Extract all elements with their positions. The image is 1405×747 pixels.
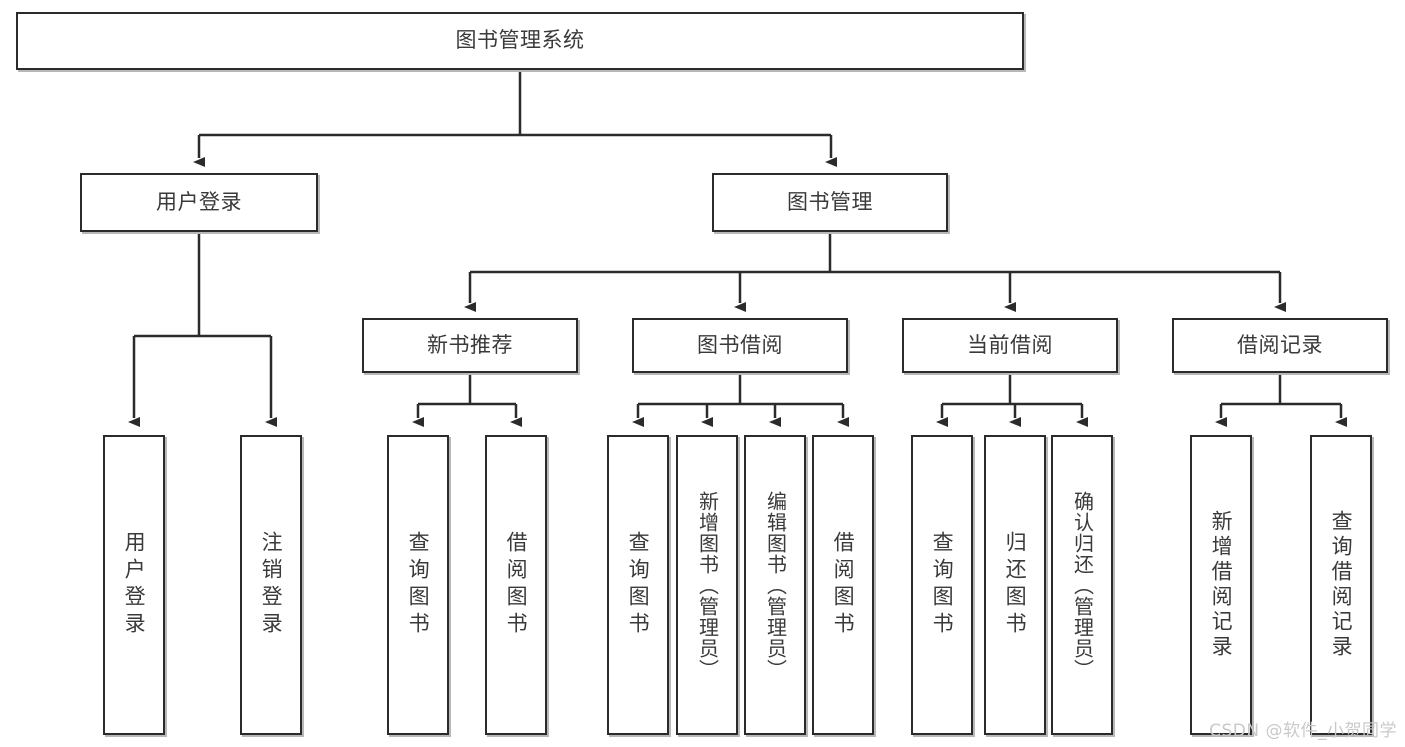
- leaf-query-books-current-label: 查询图书: [930, 531, 955, 639]
- node-root-label: 图书管理系统: [455, 28, 585, 53]
- node-root[interactable]: 图书管理系统: [16, 12, 1024, 70]
- leaf-user-login[interactable]: 用户登录: [103, 435, 165, 735]
- leaf-query-books-recommend-label: 查询图书: [406, 531, 431, 639]
- leaf-add-book-admin[interactable]: 新增图书（管理员）: [676, 435, 738, 735]
- node-new-book-recommend[interactable]: 新书推荐: [362, 318, 578, 373]
- node-book-management-label: 图书管理: [787, 189, 873, 214]
- node-borrow-record-label: 借阅记录: [1237, 332, 1323, 357]
- node-borrow-record[interactable]: 借阅记录: [1172, 318, 1388, 373]
- node-book-borrow[interactable]: 图书借阅: [632, 318, 848, 373]
- leaf-add-borrow-record-label: 新增借阅记录: [1209, 510, 1234, 660]
- leaf-confirm-return-admin-label: 确认归还（管理员）: [1070, 490, 1095, 680]
- leaf-query-books-current[interactable]: 查询图书: [911, 435, 973, 735]
- leaf-borrow-books-recommend[interactable]: 借阅图书: [485, 435, 547, 735]
- leaf-edit-book-admin-label: 编辑图书（管理员）: [763, 490, 788, 680]
- leaf-query-books-borrow-label: 查询图书: [626, 531, 651, 639]
- node-book-management[interactable]: 图书管理: [712, 173, 948, 232]
- leaf-user-login-label: 用户登录: [122, 531, 147, 639]
- node-current-borrow-label: 当前借阅: [967, 332, 1053, 357]
- leaf-return-books-label: 归还图书: [1003, 531, 1028, 639]
- node-book-borrow-label: 图书借阅: [697, 332, 783, 357]
- node-new-book-recommend-label: 新书推荐: [427, 332, 513, 357]
- leaf-add-book-admin-label: 新增图书（管理员）: [695, 490, 720, 680]
- leaf-query-borrow-record[interactable]: 查询借阅记录: [1310, 435, 1372, 735]
- leaf-add-borrow-record[interactable]: 新增借阅记录: [1190, 435, 1252, 735]
- leaf-confirm-return-admin[interactable]: 确认归还（管理员）: [1051, 435, 1113, 735]
- leaf-query-borrow-record-label: 查询借阅记录: [1329, 510, 1354, 660]
- leaf-return-books[interactable]: 归还图书: [984, 435, 1046, 735]
- leaf-query-books-recommend[interactable]: 查询图书: [387, 435, 449, 735]
- leaf-borrow-books[interactable]: 借阅图书: [812, 435, 874, 735]
- node-user-login-label: 用户登录: [156, 189, 242, 214]
- leaf-user-logout-label: 注销登录: [259, 531, 284, 639]
- leaf-edit-book-admin[interactable]: 编辑图书（管理员）: [744, 435, 806, 735]
- leaf-query-books-borrow[interactable]: 查询图书: [607, 435, 669, 735]
- leaf-borrow-books-recommend-label: 借阅图书: [504, 531, 529, 639]
- node-current-borrow[interactable]: 当前借阅: [902, 318, 1118, 373]
- watermark: CSDN @软件_小贺同学: [1209, 721, 1397, 741]
- leaf-borrow-books-label: 借阅图书: [831, 531, 856, 639]
- node-user-login[interactable]: 用户登录: [80, 173, 318, 232]
- leaf-user-logout[interactable]: 注销登录: [240, 435, 302, 735]
